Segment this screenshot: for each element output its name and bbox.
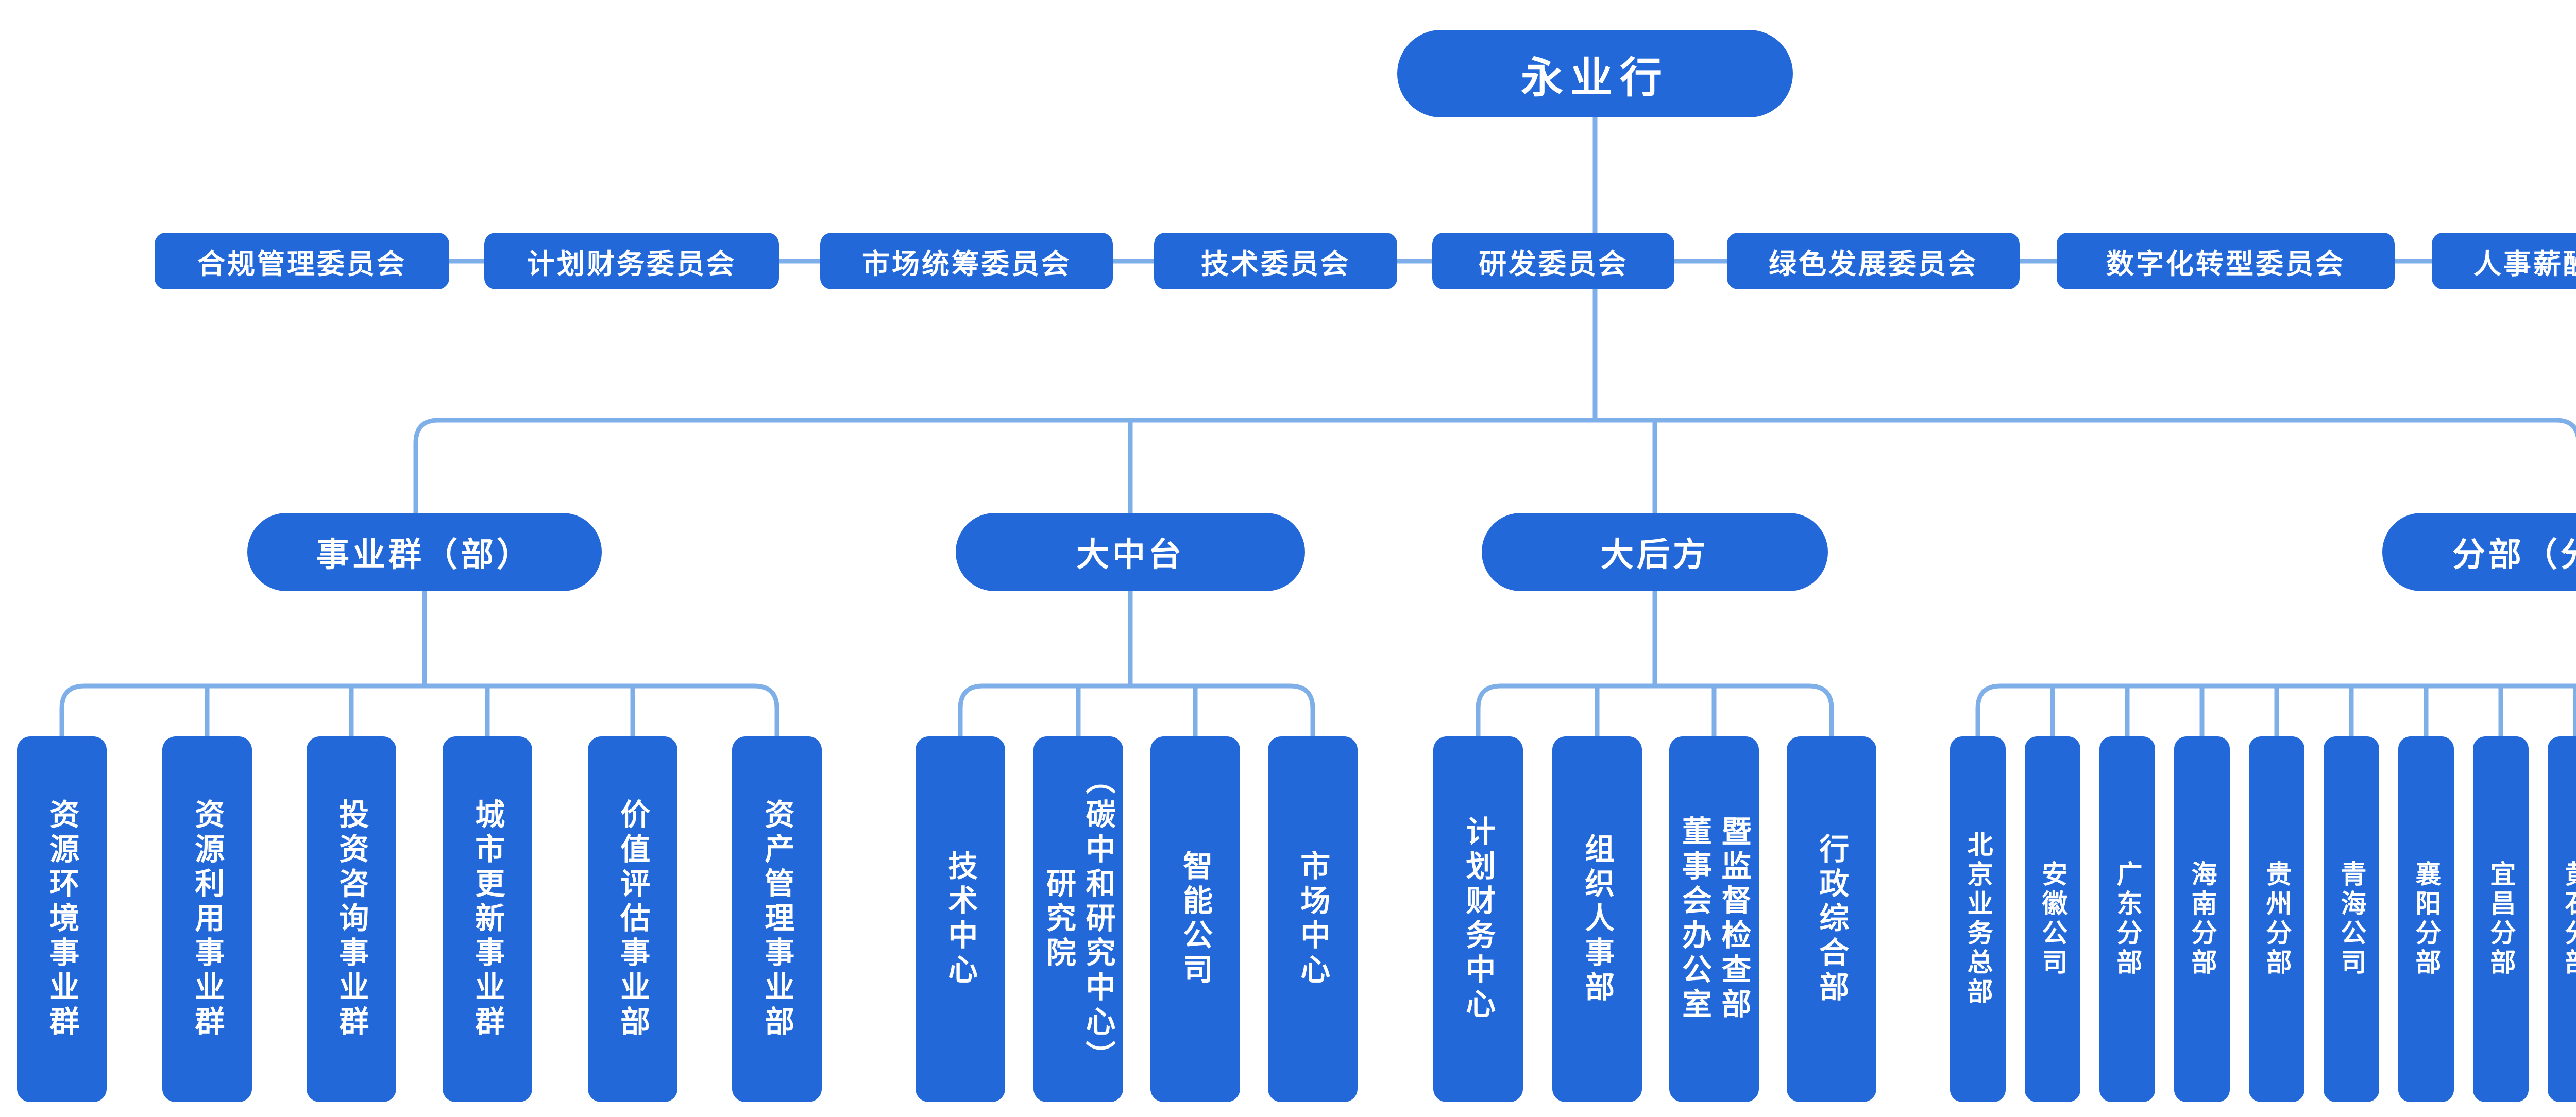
leaf-board-office: 董事会办公室 暨监督检查部	[1669, 736, 1759, 1102]
leaf-label: 技术中心	[943, 850, 978, 988]
leaf-investment-consulting: 投资咨询事业群	[307, 736, 396, 1102]
leaf-label: 智能公司	[1178, 850, 1213, 988]
group3-children-stubs	[1595, 590, 1717, 737]
leaf-huangshi: 黄石分部	[2548, 736, 2576, 1102]
leaf-label: 价值评估事业部	[615, 798, 651, 1040]
leaf-guizhou: 贵州分部	[2249, 736, 2304, 1102]
leaf-label: 广东分部	[2112, 861, 2143, 978]
committee-planning-finance: 计划财务委员会	[484, 233, 779, 289]
leaf-label: 组织人事部	[1580, 833, 1615, 1006]
group2-children-line	[958, 683, 1315, 737]
committee-green-development: 绿色发展委员会	[1727, 233, 2020, 289]
leaf-resource-environment: 资源环境事业群	[17, 736, 107, 1102]
leaf-label: 研究院 （碳中和研究中心）	[1041, 764, 1116, 1075]
leaf-label: 宜昌分部	[2486, 861, 2516, 978]
leaf-resource-utilization: 资源利用事业群	[162, 736, 252, 1102]
committee-technology: 技术委员会	[1154, 233, 1397, 289]
leaf-org-hr-dept: 组织人事部	[1552, 736, 1642, 1102]
leaf-urban-renewal: 城市更新事业群	[443, 736, 532, 1102]
leaf-planning-finance-center: 计划财务中心	[1433, 736, 1523, 1102]
group1-children-line	[59, 683, 779, 737]
leaf-qinghai: 青海公司	[2324, 736, 2379, 1102]
leaf-label: 董事会办公室 暨监督检查部	[1677, 816, 1752, 1023]
leaf-intelligent-company: 智能公司	[1150, 736, 1240, 1102]
committee-market-coordination: 市场统筹委员会	[820, 233, 1113, 289]
leaf-technology-center: 技术中心	[916, 736, 1005, 1102]
group1-children-stubs	[205, 590, 635, 737]
leaf-label: 青海公司	[2336, 861, 2367, 978]
distribution-line	[413, 418, 2576, 514]
group4-children-stubs	[2050, 686, 2576, 737]
leaf-admin-general-dept: 行政综合部	[1787, 736, 1876, 1102]
root-node: 永业行	[1397, 30, 1793, 117]
leaf-guangdong: 广东分部	[2099, 736, 2155, 1102]
group-header-back-office: 大后方	[1482, 513, 1828, 591]
group2-children-stubs	[1076, 590, 1198, 737]
leaf-beijing-hq: 北京业务总部	[1950, 736, 2006, 1102]
leaf-research-institute: 研究院 （碳中和研究中心）	[1033, 736, 1123, 1102]
leaf-label: 资产管理事业部	[759, 798, 795, 1040]
leaf-xiangyang: 襄阳分部	[2398, 736, 2454, 1102]
committee-compliance: 合规管理委员会	[155, 233, 449, 289]
leaf-label: 行政综合部	[1814, 833, 1850, 1006]
leaf-label: 北京业务总部	[1963, 831, 1993, 1007]
leaf-label: 市场中心	[1295, 850, 1331, 988]
leaf-label: 黄石分部	[2561, 861, 2576, 978]
leaf-asset-management: 资产管理事业部	[732, 736, 822, 1102]
leaf-label: 安徽公司	[2038, 861, 2068, 978]
leaf-label: 襄阳分部	[2411, 861, 2442, 978]
leaf-market-center: 市场中心	[1268, 736, 1358, 1102]
leaf-label: 贵州分部	[2262, 861, 2292, 978]
leaf-label: 计划财务中心	[1461, 816, 1496, 1023]
leaf-hainan: 海南分部	[2174, 736, 2230, 1102]
group-header-middle-platform: 大中台	[956, 513, 1305, 591]
leaf-label: 资源环境事业群	[44, 798, 80, 1040]
leaf-yichang: 宜昌分部	[2473, 736, 2529, 1102]
leaf-label: 资源利用事业群	[190, 798, 225, 1040]
leaf-anhui: 安徽公司	[2025, 736, 2080, 1102]
committee-rd: 研发委员会	[1432, 233, 1674, 289]
leaf-label: 海南分部	[2187, 861, 2217, 978]
leaf-label: 投资咨询事业群	[334, 798, 369, 1040]
leaf-value-appraisal: 价值评估事业部	[588, 736, 677, 1102]
group3-children-line	[1476, 683, 1834, 737]
committee-digital-transformation: 数字化转型委员会	[2057, 233, 2395, 289]
committee-hr-compensation: 人事薪酬委员会	[2432, 233, 2576, 289]
group-header-business-units: 事业群（部）	[247, 513, 602, 591]
group-header-branches: 分部（分公司）	[2382, 513, 2576, 591]
leaf-label: 城市更新事业群	[470, 798, 505, 1040]
